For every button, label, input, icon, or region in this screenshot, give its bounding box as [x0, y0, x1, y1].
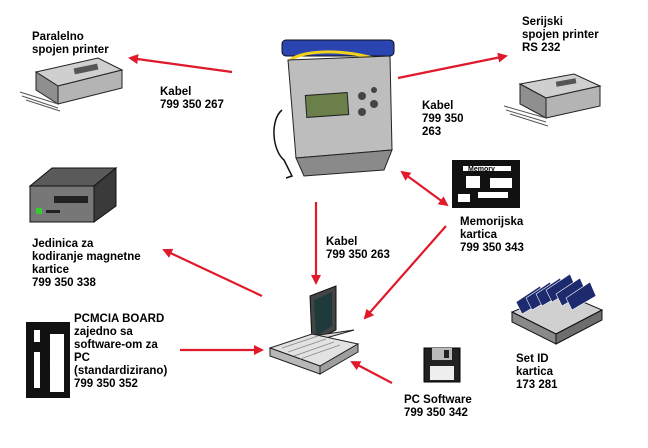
floppy-disk-icon [423, 347, 461, 383]
arrow-memory-card [400, 170, 449, 207]
arrow-to-serial-printer [397, 52, 508, 80]
label-parallel-printer: Paralelno spojen printer [32, 31, 109, 56]
pcmcia-letter-2: M [41, 361, 49, 372]
label-set-id-cards: Set ID kartica 173 281 [516, 353, 558, 391]
label-pc-software: PC Software 799 350 342 [404, 394, 472, 419]
pcmcia-letter-3: C [41, 374, 48, 385]
label-cable-pc: Kabel 799 350 263 [326, 236, 390, 261]
label-pcmcia-board: PCMCIA BOARD zajedno sa software-om za P… [74, 313, 168, 390]
welding-machine-icon [273, 39, 395, 179]
arrow-to-parallel-printer [128, 54, 233, 74]
arrow-software-to-laptop [350, 361, 393, 384]
memory-card-icon: Memory [452, 160, 520, 208]
arrow-memory-to-laptop [363, 225, 447, 320]
label-serial-printer: Serijski spojen printer RS 232 [522, 16, 599, 54]
arrow-to-magnetic-encoder [162, 248, 263, 297]
magnetic-encoder-icon [28, 166, 118, 223]
pcmcia-letter-1: C [41, 348, 48, 359]
memory-card-text: Memory [468, 166, 495, 173]
arrows [128, 52, 508, 384]
label-cable-serial: Kabel 799 350 263 [422, 100, 464, 138]
pcmcia-letter-0: P [41, 332, 48, 343]
label-cable-parallel: Kabel 799 350 267 [160, 86, 224, 111]
parallel-printer-icon [19, 57, 124, 112]
serial-printer-icon [503, 73, 602, 127]
pcmcia-board-icon: P C M C [26, 322, 70, 398]
id-card-set-icon [510, 273, 604, 345]
label-memory-card: Memorijska kartica 799 350 343 [460, 216, 524, 254]
laptop-icon [268, 285, 360, 375]
label-magnetic-encoder: Jedinica za kodiranje magnetne kartice 7… [32, 238, 141, 289]
